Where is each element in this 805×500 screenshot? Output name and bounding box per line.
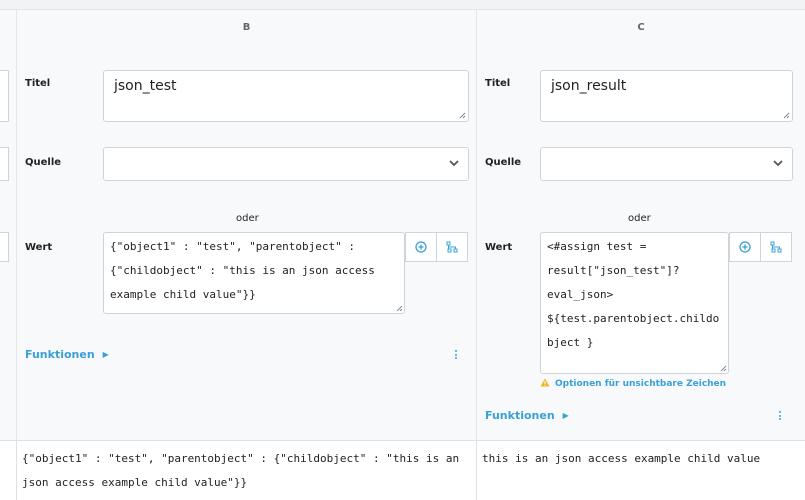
column-a-title-input-stub[interactable] <box>0 70 9 122</box>
caret-right-icon: ▶ <box>562 411 569 420</box>
kebab-menu-icon[interactable] <box>779 411 782 422</box>
source-label: Quelle <box>25 157 62 168</box>
functions-label: Funktionen <box>25 348 95 361</box>
top-band <box>0 0 805 10</box>
invisible-chars-options-link[interactable]: Optionen für unsichtbare Zeichen <box>540 378 726 389</box>
result-cell-c: this is an json access example child val… <box>482 452 761 465</box>
tree-structure-icon <box>770 241 782 253</box>
source-select[interactable] <box>540 147 793 181</box>
column-letter: B <box>242 22 251 33</box>
resize-grip-icon[interactable] <box>719 364 727 372</box>
plus-circle-icon <box>415 241 427 253</box>
warning-text: Optionen für unsichtbare Zeichen <box>555 379 727 389</box>
column-a <box>0 10 17 440</box>
or-label: oder <box>628 213 651 224</box>
title-input-value: json_result <box>551 78 627 94</box>
chevron-down-icon <box>449 160 459 167</box>
resize-grip-icon[interactable] <box>395 304 403 312</box>
source-label: Quelle <box>485 157 522 168</box>
tree-structure-icon <box>446 241 458 253</box>
value-textarea[interactable]: <#assign test = result["json_test"]? eva… <box>540 232 729 374</box>
chevron-down-icon <box>773 160 783 167</box>
value-textarea[interactable]: {"object1" : "test", "parentobject" : {"… <box>103 232 405 314</box>
resize-grip-icon[interactable] <box>458 111 466 119</box>
column-letter: C <box>637 22 645 33</box>
title-label: Titel <box>485 78 511 89</box>
value-label: Wert <box>485 242 513 253</box>
caret-right-icon: ▶ <box>102 350 109 359</box>
json-tree-button[interactable] <box>760 232 792 262</box>
source-select[interactable] <box>103 147 469 181</box>
resize-grip-icon[interactable] <box>782 111 790 119</box>
results-row: {"object1" : "test", "parentobject" : {"… <box>0 440 805 500</box>
value-label: Wert <box>25 242 53 253</box>
title-input-value: json_test <box>114 78 177 94</box>
functions-toggle[interactable]: Funktionen ▶ <box>485 409 569 422</box>
kebab-menu-icon[interactable] <box>455 350 458 361</box>
column-a-value-input-stub[interactable] <box>0 232 9 262</box>
column-a-source-select-stub[interactable] <box>0 147 9 181</box>
column-b: B Titel json_test Quelle oder Wert {"obj… <box>17 10 477 440</box>
functions-label: Funktionen <box>485 409 555 422</box>
add-function-button[interactable] <box>729 232 761 262</box>
json-tree-button[interactable] <box>436 232 468 262</box>
result-cell-a <box>0 441 17 500</box>
or-label: oder <box>236 213 259 224</box>
title-label: Titel <box>25 78 51 89</box>
title-input[interactable]: json_result <box>540 70 793 122</box>
plus-circle-icon <box>739 241 751 253</box>
result-cell-b: {"object1" : "test", "parentobject" : {"… <box>17 441 477 500</box>
functions-toggle[interactable]: Funktionen ▶ <box>25 348 109 361</box>
add-function-button[interactable] <box>405 232 437 262</box>
warning-triangle-icon <box>540 378 550 387</box>
column-c: C Titel json_result Quelle oder Wert <#a… <box>477 10 805 440</box>
title-input[interactable]: json_test <box>103 70 469 122</box>
